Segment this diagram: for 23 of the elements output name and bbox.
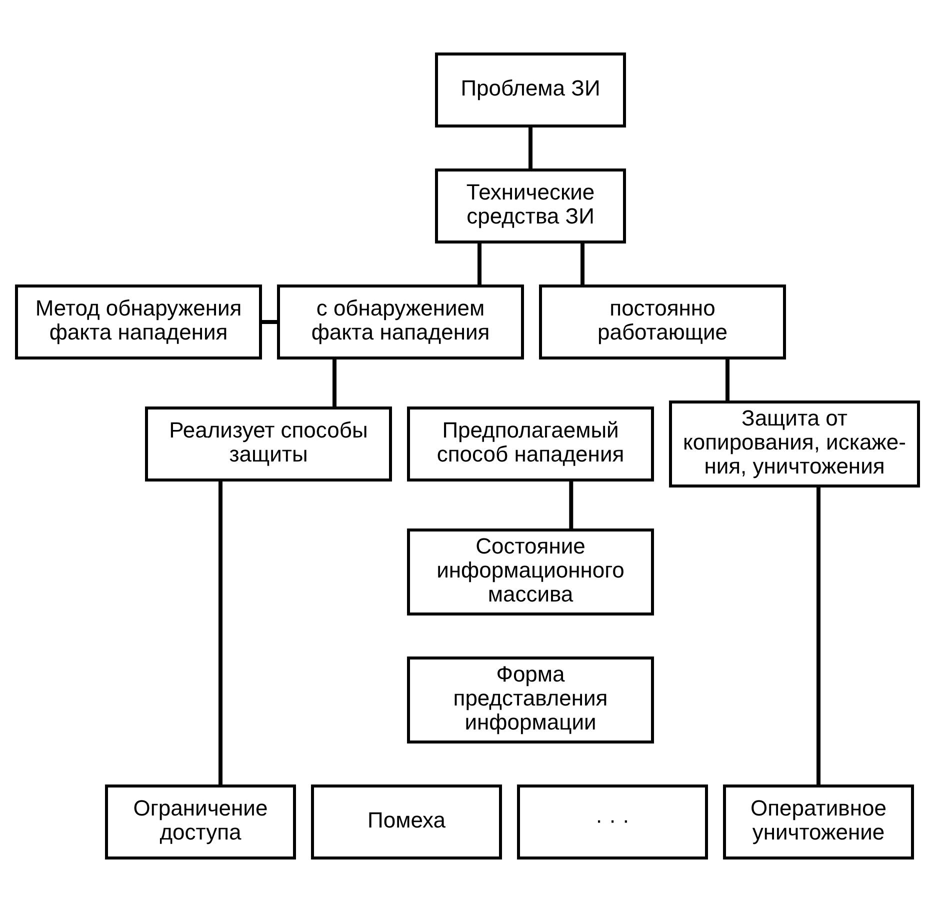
node-box: Оперативное уничтожение (723, 784, 914, 860)
node-box: Форма представления информации (407, 656, 654, 744)
connector (816, 486, 820, 786)
connector (218, 480, 222, 786)
connector (580, 242, 584, 286)
node-box: Метод обнаружения факта нападения (15, 284, 262, 360)
node-box: · · · (517, 784, 708, 860)
node-box: Защита от копирования, искаже- ния, уничтожения (669, 400, 920, 488)
node-box: Помеха (311, 784, 502, 860)
connector (726, 358, 730, 402)
node-box: Состояние информационного массива (407, 528, 654, 616)
connector (332, 358, 336, 408)
node-box: Предполагаемый способ нападения (407, 406, 654, 482)
node-box: постоянно работающие (539, 284, 786, 360)
connector (261, 320, 278, 324)
node-box: Технические средства ЗИ (435, 168, 626, 244)
node-box: Реализует способы защиты (145, 406, 392, 482)
node-box: Ограничение доступа (105, 784, 296, 860)
node-box: с обнаружением факта нападения (277, 284, 524, 360)
connector (569, 480, 574, 530)
node-box: Проблема ЗИ (435, 52, 626, 128)
connector (478, 242, 482, 286)
connector (528, 126, 532, 170)
